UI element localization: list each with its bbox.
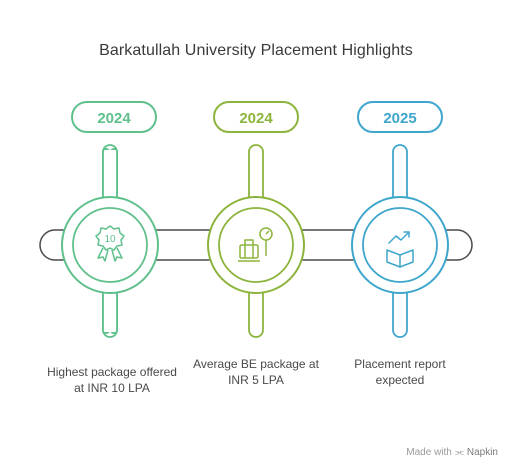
milestone-description-1: Highest package offered at INR 10 LPA [47, 365, 177, 395]
napkin-logo-icon: ⫘ [454, 447, 464, 458]
year-pill-1 [71, 101, 157, 133]
watermark-prefix: Made with [406, 447, 452, 458]
milestone-description-2: Average BE package at INR 5 LPA [193, 357, 319, 387]
badge-value: 10 [104, 234, 116, 245]
luggage-clock-icon [238, 227, 273, 262]
year-label-1: 2024 [97, 110, 131, 127]
year-pill-3 [357, 101, 443, 133]
milestone-1 [61, 101, 159, 338]
milestone-3 [351, 101, 449, 338]
milestone-description-3: Placement report expected [354, 357, 446, 387]
year-label-2: 2024 [239, 110, 273, 127]
page-title: Barkatullah University Placement Highlig… [99, 42, 413, 59]
award-badge-icon [95, 225, 125, 262]
year-pill-2 [213, 101, 299, 133]
napkin-watermark: Made with ⫘ Napkin [406, 447, 498, 458]
year-label-3: 2025 [383, 110, 416, 127]
chart-box-icon [386, 231, 414, 268]
watermark-brand: Napkin [466, 447, 498, 458]
milestone-2 [207, 101, 305, 338]
